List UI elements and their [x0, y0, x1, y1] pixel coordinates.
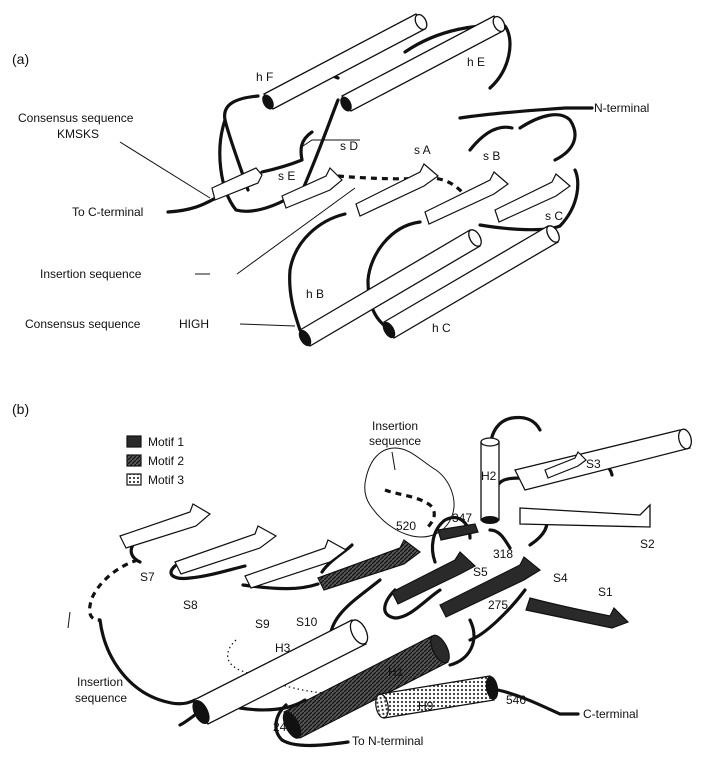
label-H2: H2 — [481, 469, 497, 483]
pointer-insertion-left — [68, 612, 70, 628]
label-hC: h C — [432, 321, 451, 335]
label-hE: h E — [467, 55, 485, 69]
label-consensus-kmsks-1: Consensus sequence — [18, 111, 134, 125]
label-insertion-top-2: sequence — [369, 434, 421, 448]
label-res-318: 318 — [493, 547, 513, 561]
label-sE: s E — [278, 169, 295, 183]
label-insertion-left-1: Insertion — [77, 675, 123, 689]
label-res-275: 275 — [488, 598, 508, 612]
legend-swatch-motif-3 — [127, 474, 141, 485]
strand-S8 — [175, 526, 276, 574]
label-S5: S5 — [473, 565, 488, 579]
label-insertion-top-1: Insertion — [372, 419, 418, 433]
label-H9: H9 — [418, 699, 434, 713]
label-S4: S4 — [553, 571, 568, 585]
strand-S1 — [526, 598, 628, 628]
label-c-terminal: C-terminal — [583, 707, 638, 721]
legend-swatch-motif-1 — [127, 436, 141, 447]
label-S2: S2 — [640, 537, 655, 551]
label-S10: S10 — [296, 615, 318, 629]
label-to-c-terminal: To C-terminal — [72, 205, 143, 219]
label-H1: H1 — [388, 665, 404, 679]
label-hF: h F — [256, 70, 273, 84]
panel-b-label: (b) — [12, 401, 29, 417]
label-sB: s B — [483, 149, 500, 163]
pointer-high — [240, 324, 295, 326]
label-sA: s A — [414, 143, 431, 157]
label-H3: H3 — [275, 641, 291, 655]
label-to-n-terminal: To N-terminal — [352, 734, 423, 748]
label-hB: h B — [306, 287, 324, 301]
label-sC: s C — [545, 209, 563, 223]
legend: Motif 1 Motif 2 Motif 3 — [127, 435, 184, 487]
strand-S7 — [120, 504, 210, 548]
pointer-insertion-top — [392, 452, 395, 470]
label-S9: S9 — [255, 617, 270, 631]
label-S3: S3 — [586, 457, 601, 471]
label-res-246: 246 — [273, 720, 293, 734]
label-S8: S8 — [183, 598, 198, 612]
label-S7: S7 — [140, 570, 155, 584]
label-insertion-left-2: sequence — [75, 691, 127, 705]
label-consensus-kmsks-2: KMSKS — [57, 127, 99, 141]
label-n-terminal: N-terminal — [594, 101, 649, 115]
label-res-520: 520 — [396, 519, 416, 533]
label-res-546: 546 — [506, 693, 526, 707]
legend-swatch-motif-2 — [127, 455, 141, 466]
strand-sD-sA — [356, 164, 438, 216]
legend-label-motif-3: Motif 3 — [148, 473, 184, 487]
strand-347-318 — [438, 524, 478, 540]
label-S1: S1 — [598, 585, 613, 599]
pointer-kmsks — [120, 142, 210, 198]
label-res-347: 347 — [452, 511, 472, 525]
label-consensus-high: Consensus sequence — [25, 317, 141, 331]
label-insertion-a: Insertion sequence — [40, 267, 142, 281]
legend-label-motif-1: Motif 1 — [148, 435, 184, 449]
label-high: HIGH — [179, 317, 209, 331]
helix-S2-ribbon — [515, 428, 693, 527]
legend-label-motif-2: Motif 2 — [148, 454, 184, 468]
panel-a-label: (a) — [12, 51, 29, 67]
label-sD: s D — [340, 139, 358, 153]
